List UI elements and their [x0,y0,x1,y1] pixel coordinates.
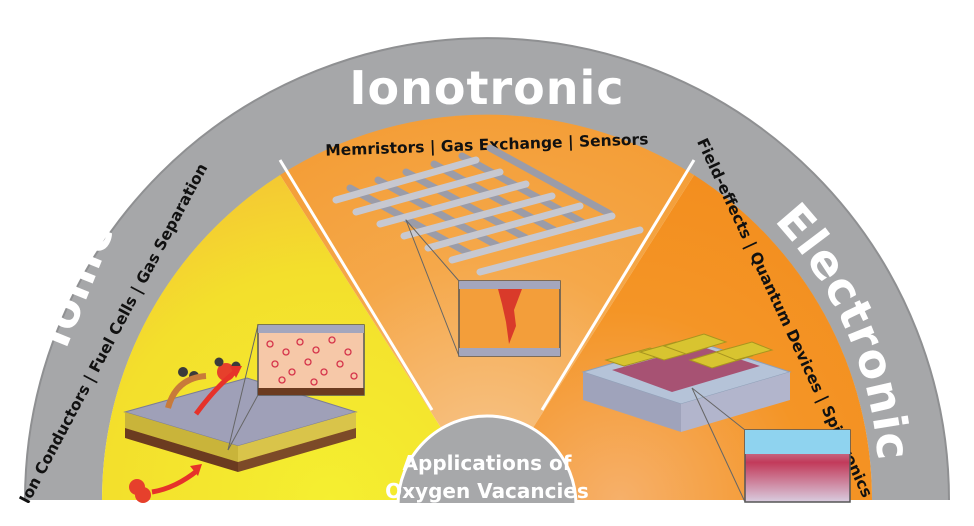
center-hub [396,414,578,507]
ionic-inset-top [258,325,364,333]
ionic-slab-film-left [125,412,238,462]
electronic-illustration [581,333,851,503]
center-label-line2: Oxygen Vacancies [385,479,589,503]
ionic-slab-film-right [238,412,356,462]
ionotronic-inset-bottom [459,348,560,356]
ionotronic-illustration [332,144,644,357]
outer-ring [25,38,949,501]
ionic-slab-substrate-left [125,428,238,472]
outer-ring-shadow [24,37,950,501]
base-strip [20,503,954,521]
ionic-slab-substrate-right [238,428,356,472]
center-label-line1: Applications of [403,451,572,475]
ionic-inset-bottom [258,388,364,395]
crossbar-top-wires [332,156,644,276]
electronic-sector [487,175,873,500]
ionotronic-filament [498,289,522,344]
electronic-connector-1 [691,387,746,431]
ionic-arrowhead-1 [230,366,242,378]
ionic-illustration [123,324,365,503]
ionotronic-inset-top [459,281,560,289]
divider-right [540,159,696,411]
ionic-molecule-gray-1 [178,367,188,377]
ionic-vacancy-dots [266,336,358,386]
divider-left [278,159,434,411]
electronic-slab-left [583,372,681,432]
electronic-connector-2 [691,387,746,503]
ionotronic-connector-2 [405,219,460,357]
ionic-arrow-up [165,373,207,409]
ionotronic-connector-1 [405,219,460,282]
electronic-slab-right [681,372,790,432]
ionic-inset-connector-1 [227,394,259,451]
ring-label-ionotronic: Ionotronic [349,61,624,115]
electronic-electrodes [604,333,774,369]
ionic-molecule-red-atom-1 [214,357,224,367]
ionic-inset-connector-2 [227,324,259,451]
ionic-molecule-bottom-2 [135,487,151,503]
ionic-arrow-bottom [151,468,200,495]
electronic-inset-top [745,430,850,454]
ionic-arrowhead-2 [190,464,202,476]
